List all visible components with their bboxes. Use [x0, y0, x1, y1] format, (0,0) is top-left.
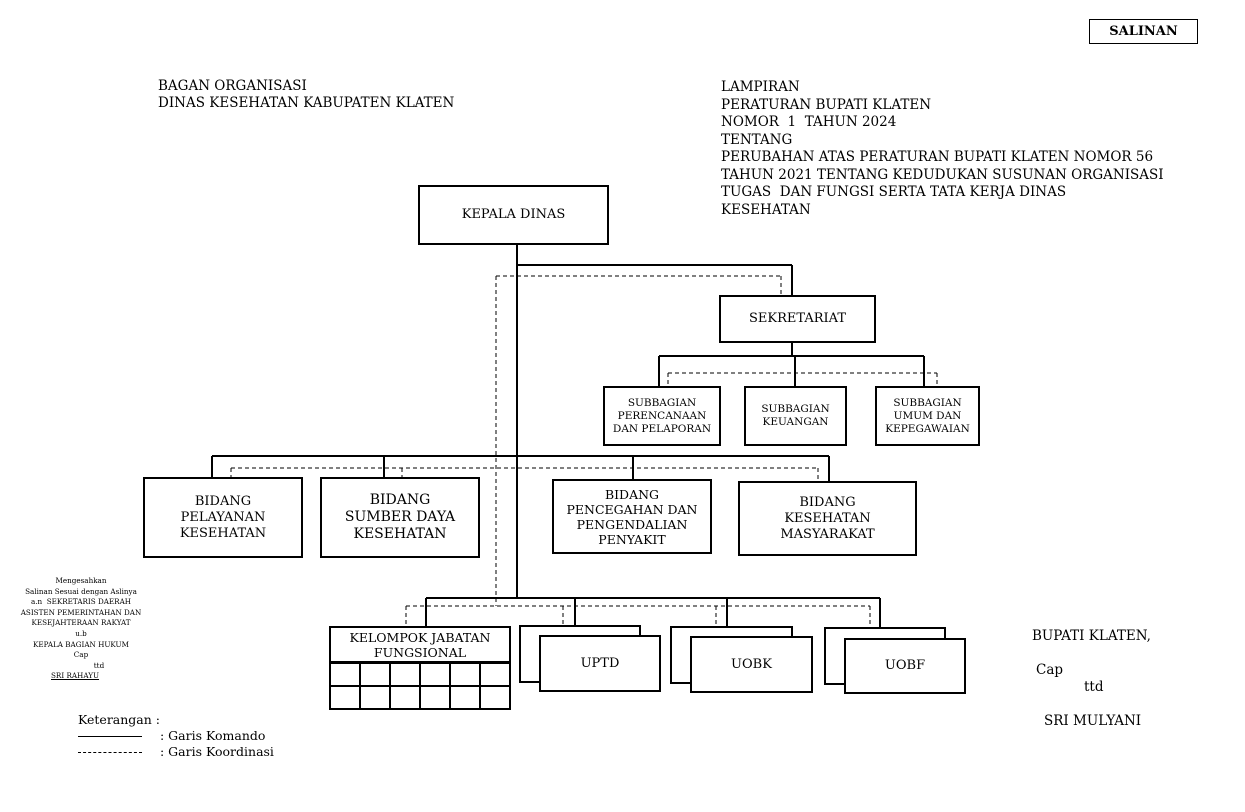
chart-title: BAGAN ORGANISASI DINAS KESEHATAN KABUPAT…	[158, 78, 454, 112]
signature-title: BUPATI KLATEN,	[1032, 628, 1151, 644]
uobf-label: UOBF	[884, 658, 926, 673]
stamp-line: KEPALA BAGIAN HUKUM	[33, 639, 129, 649]
lampiran-line: LAMPIRAN	[721, 79, 800, 95]
title-line-1: BAGAN ORGANISASI	[158, 78, 307, 94]
title-line-2: DINAS KESEHATAN KABUPATEN KLATEN	[158, 95, 455, 111]
lampiran-line: TUGAS DAN FUNGSI SERTA TATA KERJA DINAS	[721, 184, 1067, 200]
kelompok-jabatan-box: KELOMPOK JABATAN FUNGSIONAL	[329, 626, 511, 663]
sekretariat-label: SEKRETARIAT	[748, 311, 846, 326]
salinan-badge: SALINAN	[1089, 19, 1198, 44]
lampiran-block: LAMPIRAN PERATURAN BUPATI KLATEN NOMOR 1…	[721, 79, 1191, 219]
lampiran-line: PERUBAHAN ATAS PERATURAN BUPATI KLATEN N…	[721, 149, 1154, 165]
bidang-kesmas-box: BIDANG KESEHATAN MASYARAKAT	[738, 481, 917, 556]
lampiran-line: KESEHATAN	[721, 201, 811, 218]
stamp-line: Mengesahkan	[55, 576, 107, 585]
stamp-line: KESEJAHTERAAN RAKYAT	[31, 618, 131, 628]
sekretariat-box: SEKRETARIAT	[719, 295, 876, 343]
bidang-pelayanan-label: BIDANG PELAYANAN KESEHATAN	[179, 493, 267, 541]
stamp-line: u.b	[75, 628, 87, 638]
stamp-line: ASISTEN PEMERINTAHAN DAN	[20, 607, 142, 617]
lampiran-line: TENTANG	[721, 131, 793, 148]
stamp-line: a.n SEKRETARIS DAERAH	[30, 597, 132, 607]
bidang-pencegahan-label: BIDANG PENCEGAHAN DAN PENGENDALIAN PENYA…	[566, 486, 698, 547]
subbagian-umum-label: SUBBAGIAN UMUM DAN KEPEGAWAIAN	[885, 396, 970, 435]
stamp-signer: SRI RAHAYU	[6, 671, 156, 682]
lampiran-line: TAHUN 2021 TENTANG KEDUDUKAN SUSUNAN ORG…	[721, 166, 1164, 183]
stamp-line: ttd	[93, 660, 105, 670]
solid-line-swatch	[78, 735, 142, 737]
subbagian-umum-box: SUBBAGIAN UMUM DAN KEPEGAWAIAN	[875, 386, 980, 446]
stamp-line: Salinan Sesuai dengan Aslinya	[25, 586, 137, 596]
subbagian-keuangan-box: SUBBAGIAN KEUANGAN	[744, 386, 847, 446]
legend-komando-label: : Garis Komando	[160, 728, 266, 743]
legend: Keterangan : : Garis Komando : Garis Koo…	[78, 712, 274, 760]
legend-title: Keterangan :	[78, 712, 160, 727]
stamp-signer-name: SRI RAHAYU	[51, 671, 100, 681]
uptd-label: UPTD	[580, 655, 620, 671]
kelompok-jabatan-grid	[329, 662, 511, 710]
signature-block: BUPATI KLATEN, Cap ttd SRI MULYANI	[1032, 628, 1151, 730]
subbagian-perencanaan-label: SUBBAGIAN PERENCANAAN DAN PELAPORAN	[612, 396, 712, 435]
lampiran-line: PERATURAN BUPATI KLATEN	[721, 96, 932, 113]
kepala-dinas-box: KEPALA DINAS	[418, 185, 609, 245]
uobf-box: UOBF	[844, 638, 966, 694]
legalization-stamp: Mengesahkan Salinan Sesuai dengan Asliny…	[6, 576, 156, 682]
bidang-sumber-daya-label: BIDANG SUMBER DAYA KESEHATAN	[344, 492, 456, 542]
legend-item-komando: : Garis Komando	[78, 728, 274, 744]
kelompok-jabatan-label: KELOMPOK JABATAN FUNGSIONAL	[349, 629, 491, 660]
signature-ttd: ttd	[1084, 679, 1104, 695]
subbagian-keuangan-label: SUBBAGIAN KEUANGAN	[761, 403, 830, 428]
bidang-pelayanan-box: BIDANG PELAYANAN KESEHATAN	[143, 477, 303, 558]
bidang-pencegahan-box: BIDANG PENCEGAHAN DAN PENGENDALIAN PENYA…	[552, 479, 712, 554]
bidang-kesmas-label: BIDANG KESEHATAN MASYARAKAT	[780, 494, 875, 542]
subbagian-perencanaan-box: SUBBAGIAN PERENCANAAN DAN PELAPORAN	[603, 386, 721, 446]
uptd-box: UPTD	[539, 635, 661, 692]
kepala-dinas-label: KEPALA DINAS	[461, 207, 566, 222]
legend-item-koordinasi: : Garis Koordinasi	[78, 744, 274, 760]
uobk-box: UOBK	[690, 636, 813, 693]
dashed-line-swatch	[78, 751, 142, 753]
uobk-label: UOBK	[731, 656, 772, 672]
bidang-sumber-daya-box: BIDANG SUMBER DAYA KESEHATAN	[320, 477, 480, 558]
legend-koordinasi-label: : Garis Koordinasi	[160, 744, 274, 759]
signature-name: SRI MULYANI	[1044, 713, 1142, 729]
lampiran-line: NOMOR 1 TAHUN 2024	[721, 114, 897, 130]
signature-cap: Cap	[1036, 662, 1064, 678]
stamp-line: Cap	[73, 650, 89, 660]
